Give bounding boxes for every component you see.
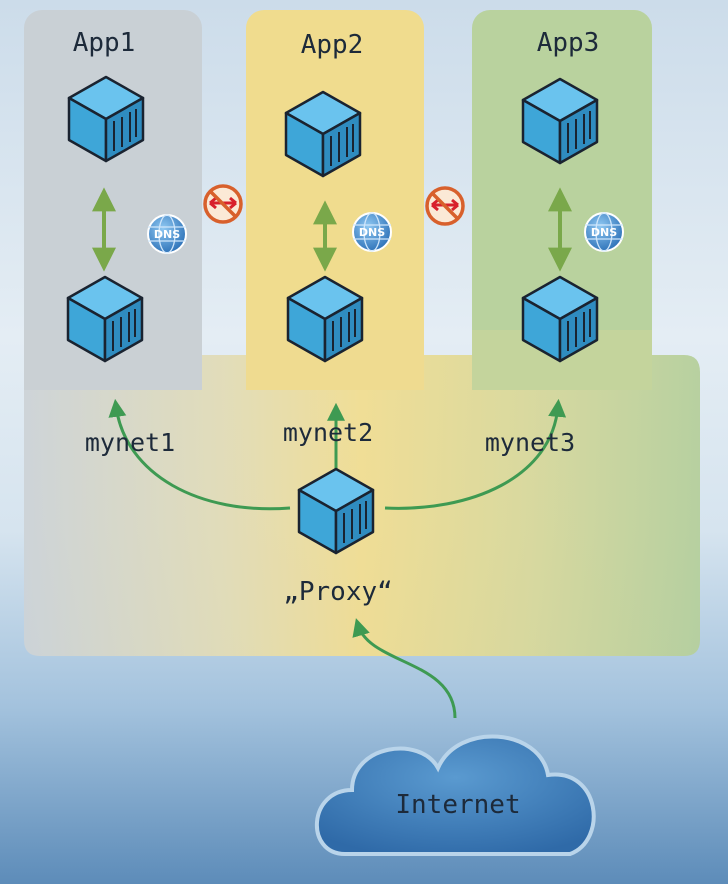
mynet3-label: mynet3 (485, 428, 575, 457)
internet-cloud-icon (314, 734, 596, 856)
internet-label: Internet (395, 790, 520, 820)
app1-dns-icon: DNS (147, 214, 187, 254)
mynet2-label: mynet2 (283, 418, 373, 447)
mynet1-label: mynet1 (85, 428, 175, 457)
proxy-label: „Proxy“ (283, 577, 393, 607)
app2-panel (246, 10, 424, 380)
app3-dns-icon: DNS (584, 212, 624, 252)
proxy-to-mynet3-arrow (384, 398, 567, 510)
blocked-connection-icon-1 (203, 184, 243, 224)
app3-label: App3 (537, 28, 600, 58)
svg-text:DNS: DNS (591, 226, 617, 239)
app2-label: App2 (301, 30, 364, 60)
blocked-connection-icon-2 (425, 186, 465, 226)
svg-text:DNS: DNS (154, 228, 180, 241)
proxy-to-mynet1-arrow (108, 398, 291, 511)
app2-dns-icon: DNS (352, 212, 392, 252)
app1-label: App1 (73, 28, 136, 58)
svg-text:DNS: DNS (359, 226, 385, 239)
internet-to-proxy-arrow (352, 618, 457, 719)
